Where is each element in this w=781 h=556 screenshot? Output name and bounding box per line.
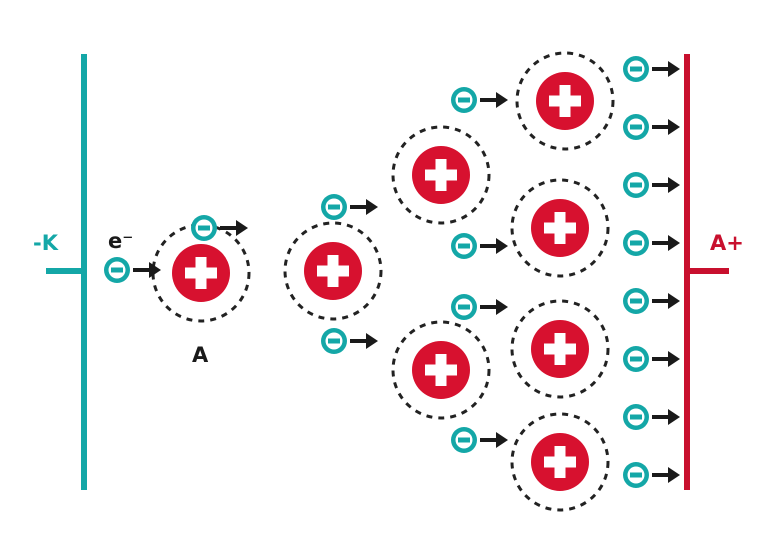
electron-label: e⁻ <box>108 229 133 253</box>
electron-2 <box>319 192 380 222</box>
ion-7 <box>510 299 610 399</box>
electron-anode-1 <box>621 54 682 84</box>
electron-anode-2 <box>621 112 682 142</box>
electron-7 <box>449 425 510 455</box>
cathode-plate <box>46 54 87 490</box>
electron-anode-8 <box>621 460 682 490</box>
electron-anode-6 <box>621 344 682 374</box>
ion-2 <box>283 221 383 321</box>
electron-anode-5 <box>621 286 682 316</box>
cathode-label: -K <box>33 231 59 255</box>
electron-3 <box>319 326 380 356</box>
electron-anode-4 <box>621 228 682 258</box>
ion-4 <box>391 320 491 420</box>
ion-6 <box>510 178 610 278</box>
ion-5 <box>515 51 615 151</box>
anode-label: A+ <box>710 231 744 255</box>
electron-anode-3 <box>621 170 682 200</box>
electron-anode-7 <box>621 402 682 432</box>
ion-8 <box>510 412 610 512</box>
electron-6 <box>449 292 510 322</box>
anode-plate <box>684 54 729 490</box>
electron-4 <box>449 85 510 115</box>
ion-3 <box>391 125 491 225</box>
electron-5 <box>449 231 510 261</box>
atom-label: A <box>192 343 209 367</box>
